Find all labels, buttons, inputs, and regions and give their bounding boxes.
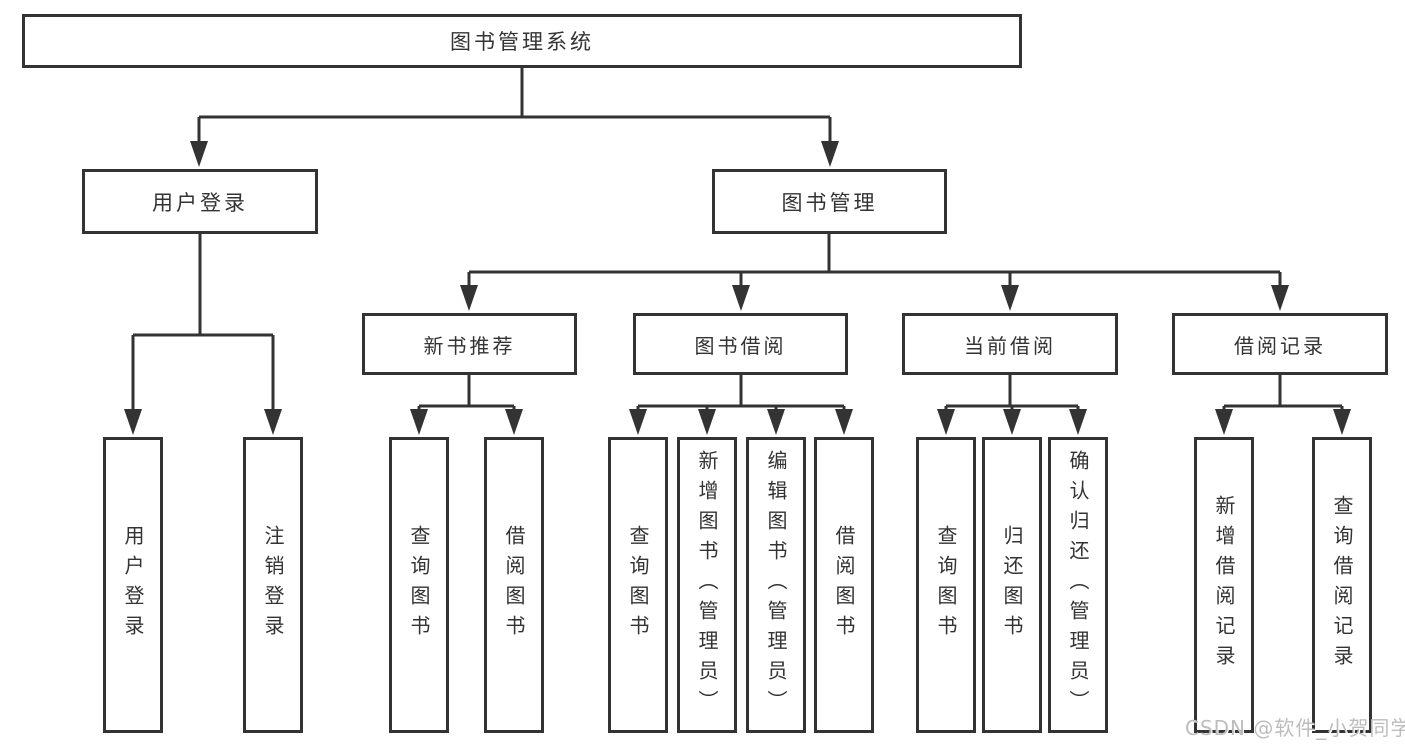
leaf-query-books: 查询图书 (389, 437, 449, 733)
csdn-watermark: CSDN @软件_小贺同学 (1185, 716, 1405, 740)
node-root-system: 图书管理系统 (22, 14, 1022, 68)
node-label: 借阅图书 (832, 525, 856, 645)
leaf-add-borrow-record: 新增借阅记录 (1194, 437, 1254, 733)
leaf-logout: 注销登录 (243, 437, 303, 733)
node-label: 图书借阅 (694, 333, 787, 358)
node-label: 当前借阅 (964, 333, 1056, 358)
leaf-query-books: 查询图书 (916, 437, 976, 733)
node-label: 查询图书 (934, 525, 958, 645)
node-label: 编辑图书（管理员） (764, 450, 788, 720)
leaf-confirm-return-admin: 确认归还（管理员） (1048, 437, 1108, 733)
node-label: 用户登录 (121, 525, 145, 645)
node-label: 借阅记录 (1234, 333, 1326, 358)
node-label: 图书管理 (781, 190, 878, 215)
node-book-management: 图书管理 (712, 169, 947, 234)
node-book-borrow: 图书借阅 (633, 313, 848, 375)
leaf-borrow-books: 借阅图书 (484, 437, 544, 733)
leaf-add-books-admin: 新增图书（管理员） (677, 437, 737, 733)
node-label: 注销登录 (261, 525, 285, 645)
node-label: 查询图书 (407, 525, 431, 645)
leaf-return-books: 归还图书 (982, 437, 1042, 733)
node-new-book-recommend: 新书推荐 (362, 313, 577, 375)
node-label: 用户登录 (152, 190, 248, 215)
leaf-user-login: 用户登录 (103, 437, 163, 733)
node-label: 新增借阅记录 (1212, 495, 1236, 675)
leaf-borrow-books: 借阅图书 (814, 437, 874, 733)
leaf-edit-books-admin: 编辑图书（管理员） (746, 437, 806, 733)
leaf-query-borrow-record: 查询借阅记录 (1312, 437, 1372, 733)
node-borrow-records: 借阅记录 (1172, 313, 1388, 375)
node-label: 借阅图书 (502, 525, 526, 645)
node-label: 图书管理系统 (450, 30, 594, 54)
node-user-login: 用户登录 (82, 169, 318, 234)
node-label: 确认归还（管理员） (1066, 450, 1090, 720)
node-label: 新增图书（管理员） (695, 450, 719, 720)
node-label: 归还图书 (1000, 525, 1024, 645)
node-label: 查询借阅记录 (1330, 495, 1354, 675)
leaf-query-books: 查询图书 (608, 437, 668, 733)
node-label: 查询图书 (626, 525, 650, 645)
node-label: 新书推荐 (423, 333, 516, 358)
arrowheads (124, 141, 1351, 435)
node-current-borrow: 当前借阅 (902, 313, 1118, 375)
